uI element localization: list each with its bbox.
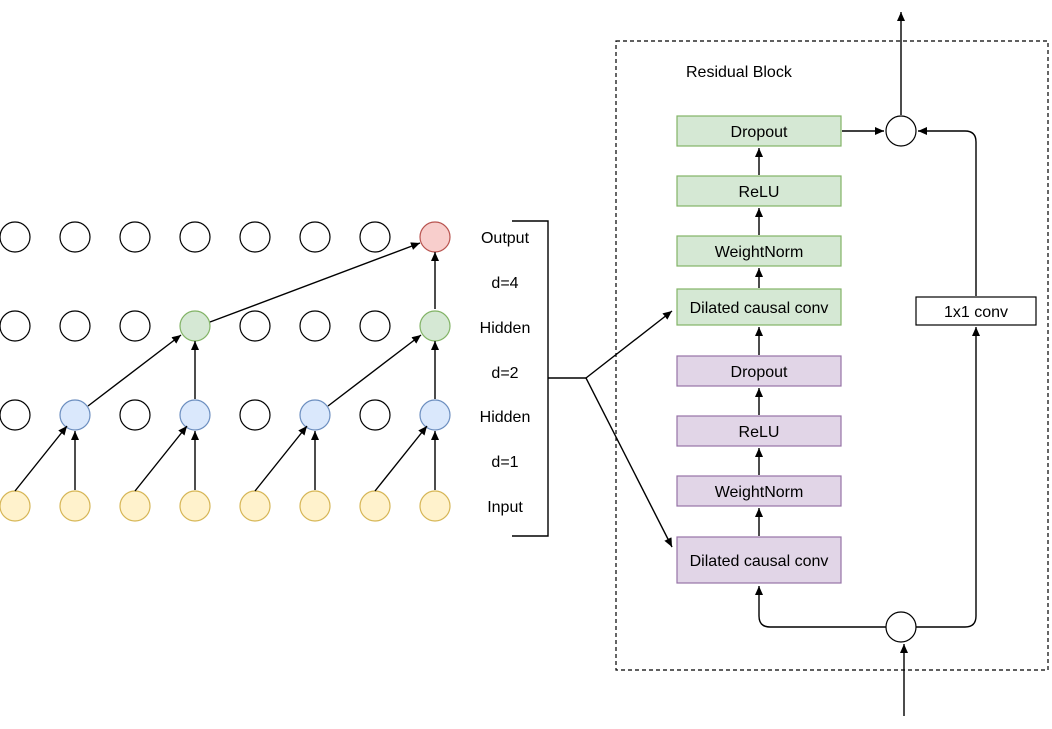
edge-in2-h1 [134,425,188,492]
purple-weightnorm-label: WeightNorm [715,484,804,501]
residual-block-title: Residual Block [686,64,793,81]
purple-dropout-box [676,355,842,387]
edge-in4-h1 [254,425,308,492]
green-conv-label: Dilated causal conv [690,300,829,317]
node-hidden2-3 [179,310,211,342]
node-hidden1-2 [119,399,151,431]
node-output-5 [299,221,331,253]
edge-in0-h1 [14,425,68,492]
tcn-node-grid [0,221,451,522]
edge-h2a-out [209,242,421,323]
layer-bracket [512,220,673,548]
node-hidden1-0 [0,399,31,431]
layer-label-hidden1: Hidden [480,409,531,426]
node-input-2 [119,490,151,522]
node-output-3 [179,221,211,253]
node-input-6 [359,490,391,522]
skip-conv-label: 1x1 conv [944,304,1008,321]
layer-label-d4: d=4 [491,275,518,292]
residual-block-frame [615,40,1049,671]
node-output-7 [419,221,451,253]
green-block-stack: Dropout ReLU WeightNorm Dilated causal c… [676,115,842,326]
node-hidden2-2 [119,310,151,342]
node-input-1 [59,490,91,522]
purple-block-stack: Dropout ReLU WeightNorm Dilated causal c… [676,355,842,584]
node-output-0 [0,221,31,253]
node-input-5 [299,490,331,522]
green-weightnorm-label: WeightNorm [715,244,804,261]
node-hidden1-7 [419,399,451,431]
node-hidden1-5 [299,399,331,431]
purple-relu-box [676,415,842,447]
node-hidden2-5 [299,310,331,342]
node-hidden1-6 [359,399,391,431]
green-weightnorm-box [676,235,842,267]
node-output-6 [359,221,391,253]
layer-labels: Output d=4 Hidden d=2 Hidden d=1 Input [480,230,531,516]
purple-conv-box [676,536,842,584]
node-hidden2-6 [359,310,391,342]
tcn-connections [14,242,439,492]
node-input-0 [0,490,31,522]
node-hidden1-4 [239,399,271,431]
purple-weightnorm-box [676,475,842,507]
layer-label-d1: d=1 [491,454,518,471]
node-input-3 [179,490,211,522]
node-input-4 [239,490,271,522]
node-output-4 [239,221,271,253]
purple-relu-label: ReLU [739,424,780,441]
purple-conv-label: Dilated causal conv [690,553,829,570]
residual-add-node [885,115,917,147]
purple-dropout-label: Dropout [731,364,788,381]
green-conv-box [676,288,842,326]
node-output-1 [59,221,91,253]
layer-label-d2: d=2 [491,365,518,382]
edge-in6-h1 [374,425,428,492]
green-relu-box [676,175,842,207]
node-hidden1-3 [179,399,211,431]
edge-h1a-h2 [87,334,182,407]
node-output-2 [119,221,151,253]
node-hidden1-1 [59,399,91,431]
skip-conv-box [915,296,1037,326]
node-hidden2-4 [239,310,271,342]
green-dropout-label: Dropout [731,124,788,141]
node-hidden2-0 [0,310,31,342]
edge-h1c-h2 [327,334,422,407]
green-relu-label: ReLU [739,184,780,201]
residual-block-arrows [755,12,980,716]
layer-label-output: Output [481,230,530,247]
node-hidden2-1 [59,310,91,342]
green-dropout-box [676,115,842,147]
layer-label-input: Input [487,499,523,516]
node-input-7 [419,490,451,522]
layer-label-hidden2: Hidden [480,320,531,337]
node-hidden2-7 [419,310,451,342]
residual-split-node [885,611,917,643]
